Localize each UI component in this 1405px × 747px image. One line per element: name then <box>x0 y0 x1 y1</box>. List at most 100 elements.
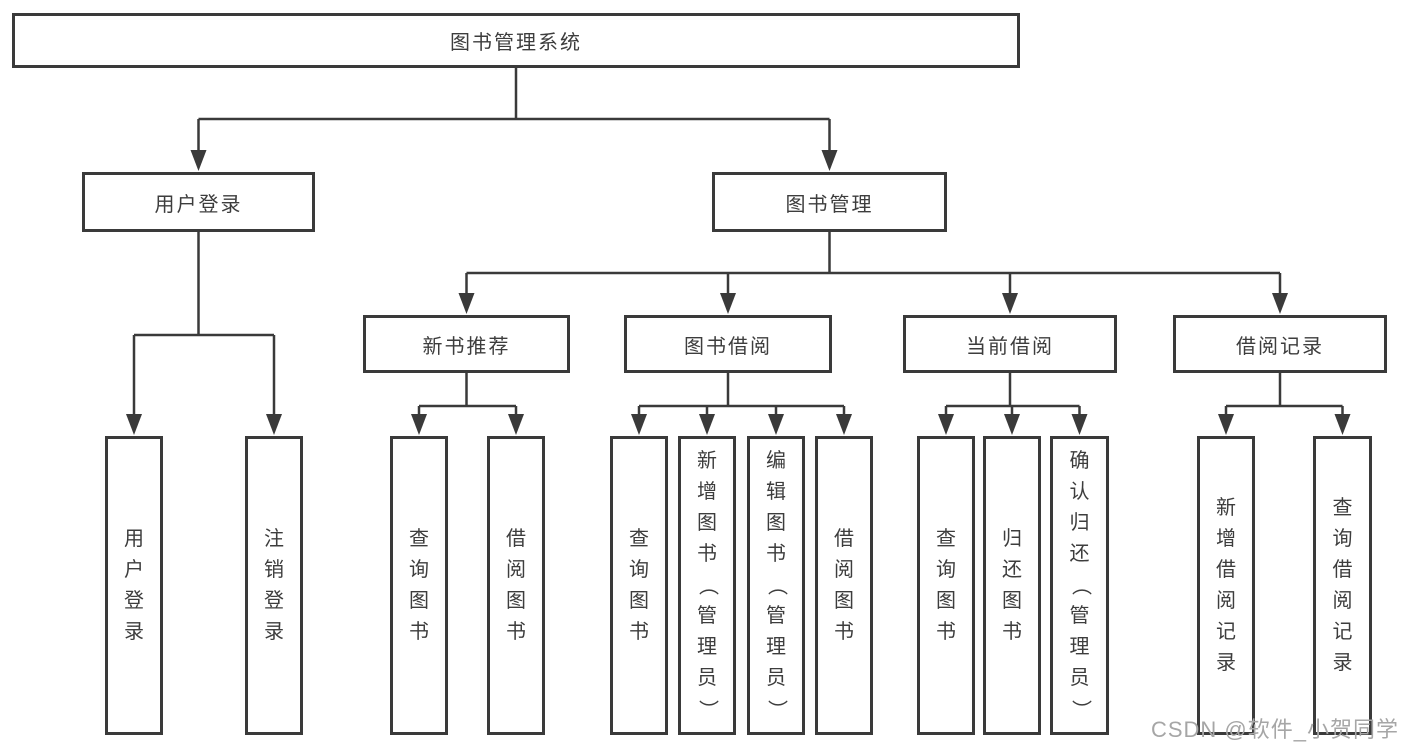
vertical-char: 借 <box>1216 558 1236 581</box>
node-label-current-borrow: 当前借阅 <box>966 335 1054 358</box>
node-v-user-login: 用户登录 <box>105 436 163 735</box>
arrowhead-icon <box>190 150 207 171</box>
vertical-char: 借 <box>506 527 526 550</box>
arrowhead-icon <box>631 414 647 435</box>
vertical-char: 员 <box>697 667 717 689</box>
vertical-char: 还 <box>1069 543 1090 565</box>
vertical-char: （ <box>765 575 788 596</box>
vertical-char: 录 <box>124 620 144 643</box>
vertical-char: ） <box>696 699 719 720</box>
node-label-v-query-books-2: 查询图书 <box>629 524 649 648</box>
node-v-query-books-1: 查询图书 <box>390 436 448 735</box>
vertical-char: 用 <box>124 527 144 550</box>
node-label-book-borrow: 图书借阅 <box>684 335 772 358</box>
node-v-borrow-books-1: 借阅图书 <box>487 436 545 735</box>
arrowhead-icon <box>458 293 475 314</box>
node-new-book-rec: 新书推荐 <box>363 315 570 373</box>
node-label-v-borrow-books-1: 借阅图书 <box>506 524 526 648</box>
vertical-char: 询 <box>936 558 956 581</box>
node-v-edit-books: 编辑图书（管理员） <box>747 436 805 735</box>
vertical-char: 员 <box>1069 667 1090 689</box>
node-label-user-login: 用户登录 <box>154 193 243 216</box>
vertical-char: 图 <box>1002 589 1022 612</box>
vertical-char: 阅 <box>1216 589 1236 612</box>
vertical-char: 登 <box>124 589 144 612</box>
vertical-char: 管 <box>766 605 786 627</box>
vertical-char: 注 <box>264 527 284 550</box>
arrowhead-icon <box>938 414 954 435</box>
vertical-char: 理 <box>766 636 786 658</box>
arrowhead-icon <box>266 414 282 435</box>
node-label-v-add-borrow-record: 新增借阅记录 <box>1216 493 1236 679</box>
connector-lines <box>132 68 1344 421</box>
vertical-char: 图 <box>834 589 854 612</box>
node-book-mgmt: 图书管理 <box>712 172 947 232</box>
vertical-char: 书 <box>766 543 786 565</box>
node-v-query-borrow-record: 查询借阅记录 <box>1313 436 1372 735</box>
node-v-add-books: 新增图书（管理员） <box>678 436 736 735</box>
node-v-borrow-books-2: 借阅图书 <box>815 436 873 735</box>
vertical-char: （ <box>1069 575 1091 596</box>
node-label-v-query-books-3: 查询图书 <box>936 524 956 648</box>
vertical-char: 增 <box>697 481 717 503</box>
vertical-char: 查 <box>409 527 429 550</box>
vertical-char: 图 <box>697 512 717 534</box>
node-label-new-book-rec: 新书推荐 <box>422 335 511 358</box>
node-v-query-books-2: 查询图书 <box>610 436 668 735</box>
node-label-v-return-books: 归还图书 <box>1002 524 1022 648</box>
vertical-char: 编 <box>766 450 786 472</box>
vertical-char: ） <box>1069 699 1091 720</box>
vertical-char: 录 <box>1216 651 1236 674</box>
vertical-char: 书 <box>506 620 526 643</box>
node-book-borrow: 图书借阅 <box>624 315 832 373</box>
vertical-char: 阅 <box>834 558 854 581</box>
vertical-char: 查 <box>1332 496 1353 519</box>
arrowhead-icon <box>1002 293 1018 314</box>
arrowhead-icon <box>1334 414 1351 435</box>
vertical-char: 查 <box>629 527 649 550</box>
arrowhead-icon <box>699 414 715 435</box>
node-label-v-query-borrow-record: 查询借阅记录 <box>1333 493 1353 679</box>
vertical-char: 书 <box>629 620 649 643</box>
vertical-char: 确 <box>1069 450 1090 472</box>
vertical-char: 录 <box>264 620 284 643</box>
vertical-char: 理 <box>1069 636 1090 658</box>
vertical-char: 借 <box>834 527 854 550</box>
node-label-v-confirm-return: 确认归还（管理员） <box>1069 446 1091 725</box>
vertical-char: 图 <box>629 589 649 612</box>
node-label-v-user-login: 用户登录 <box>124 524 144 648</box>
vertical-char: 增 <box>1216 527 1236 550</box>
vertical-char: 借 <box>1332 558 1353 581</box>
node-label-borrow-records: 借阅记录 <box>1236 335 1324 358</box>
node-label-v-edit-books: 编辑图书（管理员） <box>766 446 788 725</box>
vertical-char: 书 <box>936 620 956 643</box>
node-v-add-borrow-record: 新增借阅记录 <box>1197 436 1255 735</box>
vertical-char: （ <box>696 575 719 596</box>
arrowhead-icon <box>720 293 736 314</box>
vertical-char: 查 <box>936 527 956 550</box>
node-v-logout: 注销登录 <box>245 436 303 735</box>
vertical-char: 图 <box>409 589 429 612</box>
arrowhead-icon <box>1004 414 1020 435</box>
vertical-char: 书 <box>1002 620 1022 643</box>
vertical-char: 阅 <box>1332 589 1353 612</box>
vertical-char: 新 <box>1216 496 1236 519</box>
vertical-char: 图 <box>506 589 526 612</box>
vertical-char: 录 <box>1332 651 1353 674</box>
vertical-char: 户 <box>124 558 144 581</box>
vertical-char: 记 <box>1332 620 1353 643</box>
vertical-char: 询 <box>629 558 649 581</box>
vertical-char: 认 <box>1069 481 1090 503</box>
vertical-char: 归 <box>1069 512 1090 534</box>
arrowhead-icon <box>768 414 784 435</box>
node-root: 图书管理系统 <box>12 13 1020 68</box>
vertical-char: 归 <box>1002 527 1022 550</box>
arrowhead-icon <box>836 414 852 435</box>
arrowhead-icon <box>126 414 142 435</box>
vertical-char: 图 <box>766 512 786 534</box>
node-current-borrow: 当前借阅 <box>903 315 1117 373</box>
node-label-v-add-books: 新增图书（管理员） <box>697 446 719 725</box>
vertical-char: 图 <box>936 589 956 612</box>
